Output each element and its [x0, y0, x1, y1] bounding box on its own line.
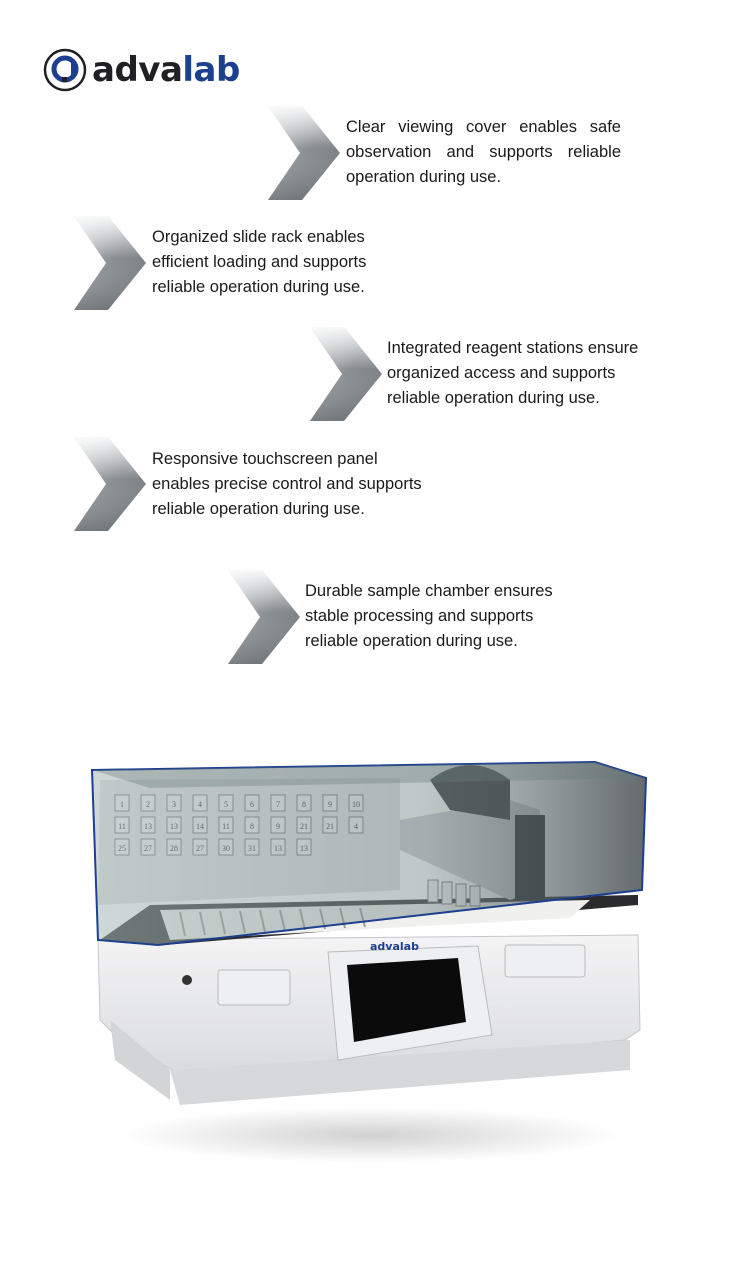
feature-cover-text: Clear viewing cover enables safe observa…: [346, 118, 621, 186]
chevron-right-icon: [74, 437, 146, 531]
lab-instrument-image: advalab 12345678910111313141189212142527…: [90, 760, 648, 1163]
brand-mark-icon: [43, 48, 87, 92]
brand-logo: advalab: [42, 46, 240, 94]
brand-name-part2: lab: [182, 50, 240, 90]
brand-name-part1: adva: [92, 50, 183, 90]
machine-brand-label: advalab: [370, 940, 419, 953]
chevron-right-icon: [74, 216, 146, 310]
viewing-cover-icon: [90, 760, 648, 947]
feature-touchscreen-text: Responsive touchscreen panel enables pre…: [152, 450, 422, 518]
brand-name: advalab: [92, 53, 240, 87]
feature-sample-chamber-text: Durable sample chamber ensures stable pr…: [305, 582, 553, 650]
chevron-right-icon: [228, 570, 300, 664]
feature-reagent-stations-text: Integrated reagent stations ensure organ…: [387, 339, 639, 407]
touchscreen-icon: [347, 958, 466, 1042]
chevron-right-icon: [268, 106, 340, 200]
feature-slide-rack-text: Organized slide rack enables efficient l…: [152, 228, 367, 296]
chevron-right-icon: [310, 327, 382, 421]
